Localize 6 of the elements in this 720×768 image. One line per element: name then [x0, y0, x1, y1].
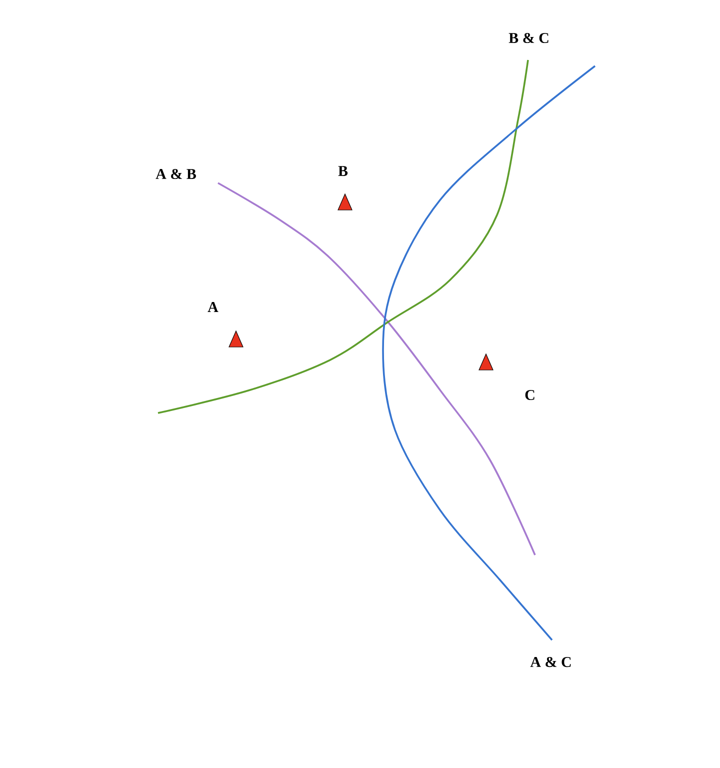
curve-label: B: [338, 166, 348, 176]
curve-label: A: [208, 302, 218, 312]
curve-label: C: [525, 390, 534, 400]
curve-label: A & B: [156, 168, 196, 180]
curve-label: B & C: [508, 32, 548, 44]
curve-label: A & C: [530, 656, 571, 668]
